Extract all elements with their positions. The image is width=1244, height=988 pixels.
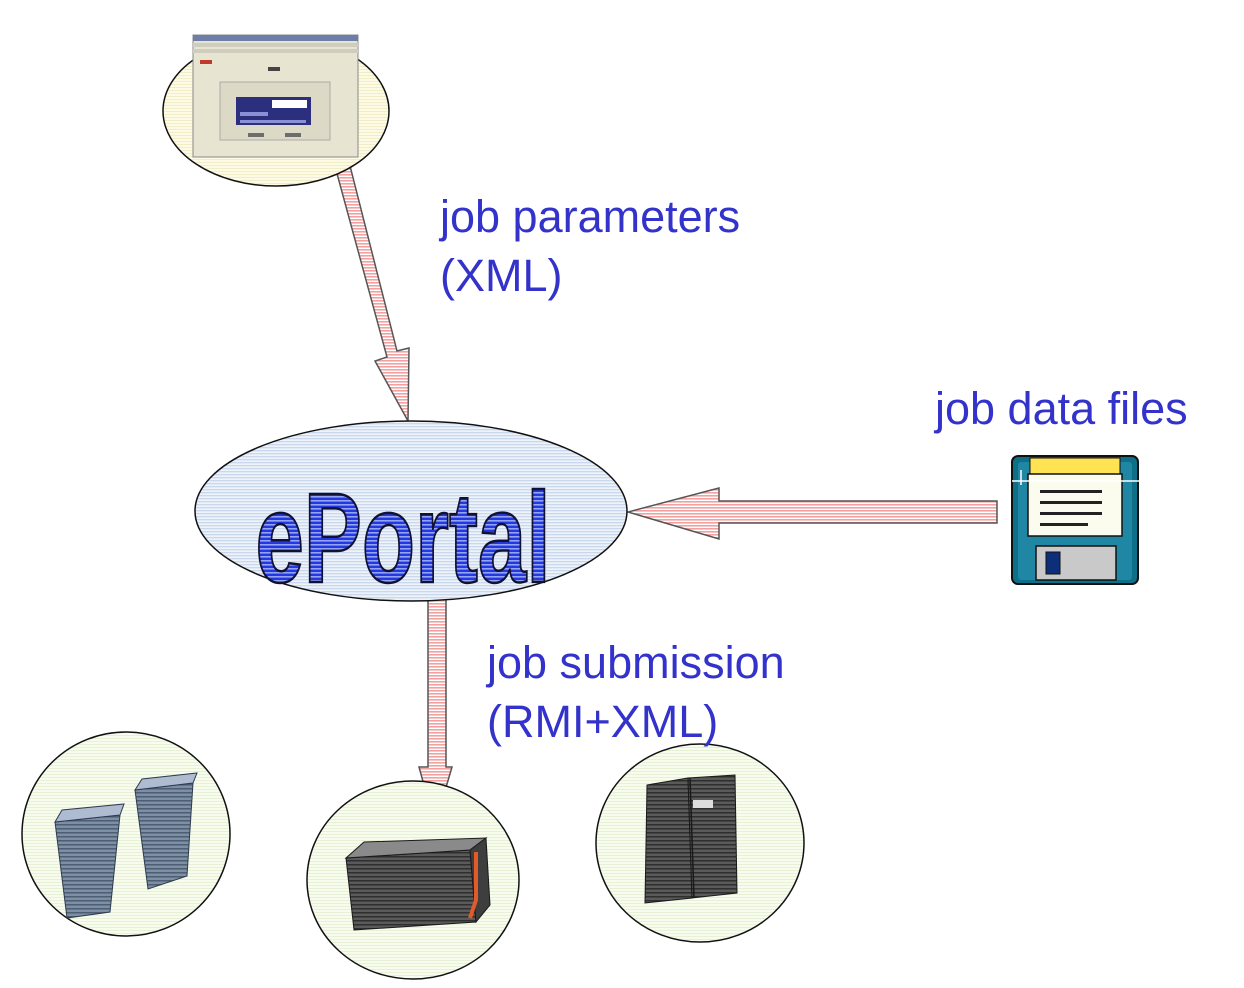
label-job-parameters-line2: (XML) <box>440 249 563 301</box>
label-job-submission: job submission (RMI+XML) <box>487 634 785 751</box>
web-form-screenshot-icon <box>162 34 390 187</box>
label-job-parameters: job parameters (XML) <box>440 188 740 305</box>
eportal-title: ePortal <box>256 467 551 610</box>
eportal-node: ePortal <box>194 420 628 611</box>
mainframe-icon <box>306 780 520 980</box>
tower-servers-icon <box>21 731 231 937</box>
label-job-data-files: job data files <box>935 383 1188 434</box>
floppy-disk-icon <box>1011 455 1140 585</box>
arrow-job-parameters <box>332 153 410 424</box>
label-job-parameters-line1: job parameters <box>440 191 741 242</box>
label-job-submission-line1: job submission <box>487 637 785 688</box>
arrow-job-data-files <box>625 487 998 541</box>
label-job-submission-line2: (RMI+XML) <box>487 695 719 747</box>
rack-server-icon <box>595 743 805 943</box>
